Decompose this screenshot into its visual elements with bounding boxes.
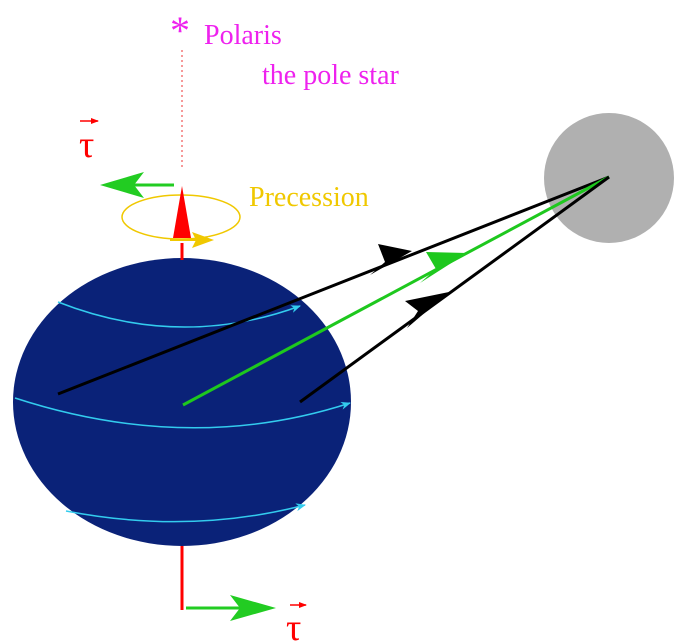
polaris-label: Polaris: [204, 20, 282, 51]
spin-axis-vector: [173, 186, 191, 238]
torque-symbol-bottom: τ: [286, 607, 301, 642]
torque-symbol-top: τ: [79, 124, 94, 166]
torque-vector-bottom: [186, 595, 276, 621]
torque-label-bottom: τ: [286, 605, 306, 642]
polaris-star-icon: *: [170, 8, 190, 53]
torque-label-top: τ: [79, 121, 98, 166]
pole-star-label: the pole star: [262, 60, 400, 91]
torque-vector-top: [100, 172, 174, 198]
precession-label: Precession: [249, 182, 369, 213]
